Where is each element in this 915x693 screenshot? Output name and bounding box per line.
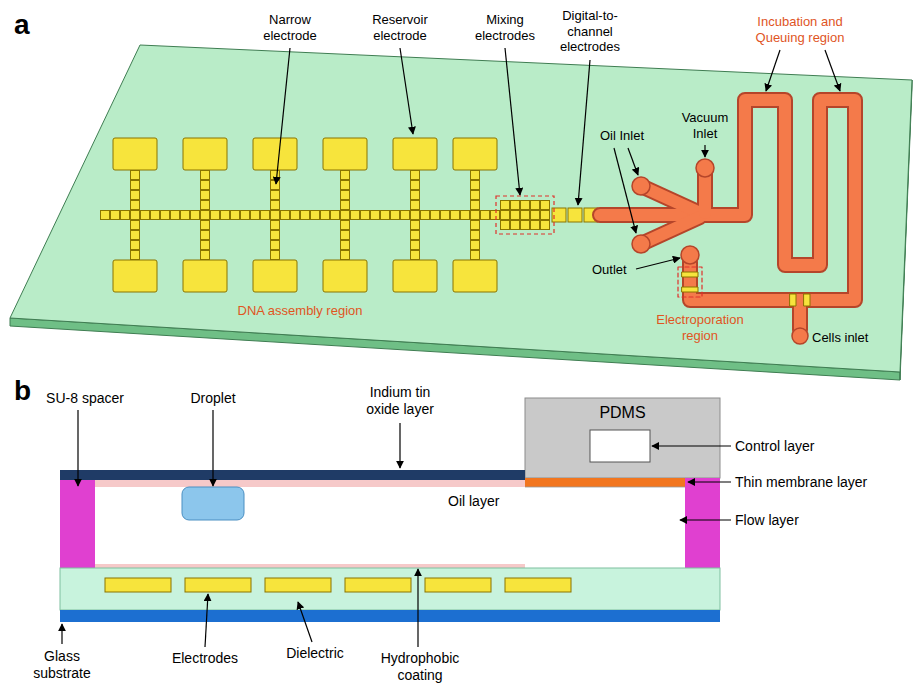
part-label: Narrow electrode [254, 12, 326, 43]
layer-label: Flow layer [735, 512, 855, 529]
leader-lines [62, 410, 731, 647]
part-label: Vacuum Inlet [675, 110, 735, 141]
layer-label: Electrodes [160, 650, 250, 667]
region-label: DNA assembly region [215, 303, 385, 319]
leader-lines [276, 48, 840, 269]
node-text: PDMS [599, 404, 645, 422]
part-label: Digital-to-channel electrodes [552, 8, 628, 55]
part-label: Reservoir electrode [364, 12, 436, 43]
layer-label: Hydrophobic coating [370, 650, 470, 684]
layer-label: Dielectric [270, 645, 360, 662]
layer-label: Droplet [173, 390, 253, 407]
region-label: Incubation and Queuing region [741, 14, 859, 45]
layer-label: Glass substrate [21, 648, 103, 682]
electrode-array [100, 138, 598, 292]
fluidic-channels [600, 100, 855, 344]
layer-label: Oil layer [448, 493, 528, 510]
material-block: PDMS [525, 398, 720, 478]
layer-label: Control layer [735, 438, 855, 455]
layer-label: Thin membrane layer [735, 474, 905, 491]
layer-label: SU-8 spacer [30, 390, 140, 407]
cross-section [60, 398, 720, 622]
layer-label: Indium tin oxide layer [355, 384, 445, 418]
panel-letter: b [14, 374, 48, 408]
part-label: Outlet [592, 262, 642, 278]
substrate-slab [10, 45, 912, 380]
part-label: Cells inlet [812, 330, 892, 346]
panel-letter: a [14, 8, 48, 42]
region-label: Electroporation region [648, 312, 752, 343]
part-label: Oil Inlet [600, 128, 670, 144]
part-label: Mixing electrodes [467, 12, 543, 43]
